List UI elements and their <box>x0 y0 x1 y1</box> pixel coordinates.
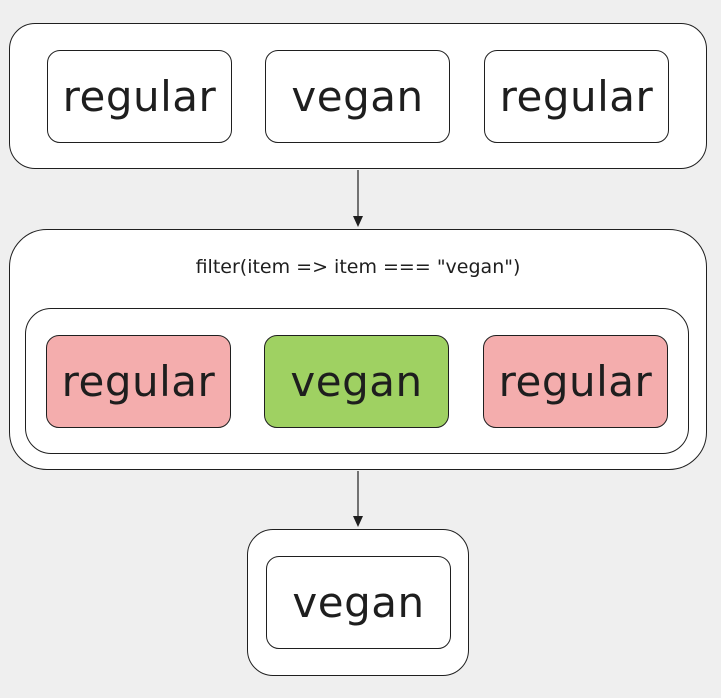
arrowhead-input-to-filter <box>353 216 363 227</box>
filter-item-vegan: vegan <box>264 335 449 428</box>
arrowhead-filter-to-output <box>353 516 363 527</box>
filter-expression-label: filter(item => item === "vegan") <box>195 256 521 278</box>
input-item-vegan: vegan <box>265 50 450 143</box>
input-item-regular-2: regular <box>484 50 669 143</box>
output-item-vegan: vegan <box>266 556 451 649</box>
input-item-regular-1: regular <box>47 50 232 143</box>
filter-item-regular-1: regular <box>46 335 231 428</box>
filter-item-regular-2: regular <box>483 335 668 428</box>
